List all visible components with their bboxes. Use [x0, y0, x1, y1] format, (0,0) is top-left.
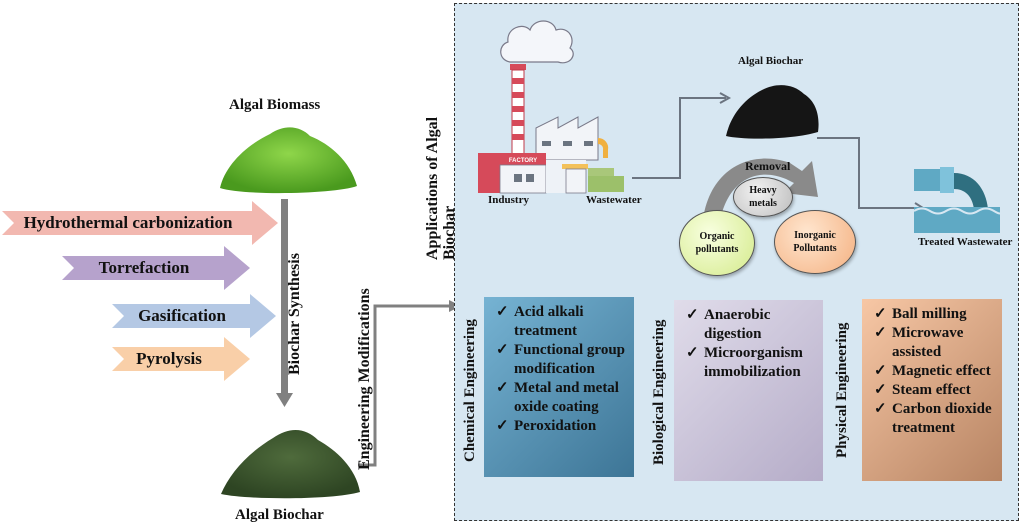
biochar-synthesis-label: Biochar Synthesis	[286, 253, 303, 375]
chemical-engineering-title: Chemical Engineering	[462, 319, 478, 462]
item-text: Magnetic effect	[892, 363, 991, 379]
wastewater-label: Wastewater	[586, 194, 642, 206]
item-text: Microorganism immobilization	[704, 345, 803, 380]
process-label: Pyrolysis	[136, 349, 202, 368]
check-icon: ✓	[874, 382, 887, 398]
pollutant-label: Organic pollutants	[695, 231, 739, 255]
engineering-item: ✓ Microwave assisted	[874, 324, 996, 362]
algal-biochar-label: Algal Biochar	[235, 507, 324, 523]
pollutant-inorganic: Inorganic Pollutants	[774, 210, 856, 274]
pollutant-label: Inorganic Pollutants	[793, 230, 837, 254]
check-icon: ✓	[496, 342, 509, 358]
process-arrow-body	[112, 304, 252, 328]
item-text: Anaerobic digestion	[704, 307, 771, 342]
removal-arrow	[702, 158, 818, 235]
process-label: Hydrothermal carbonization	[23, 213, 233, 232]
check-icon: ✓	[496, 418, 509, 434]
biological-engineering-box: ✓ Anaerobic digestion ✓ Microorganism immo…	[674, 300, 823, 481]
check-icon: ✓	[686, 345, 699, 361]
engineering-item: ✓ Microorganism immobilization	[686, 344, 817, 382]
applications-title: Applications of Algal Biochar	[424, 60, 458, 260]
factory-icon: FACTORY	[478, 20, 624, 194]
applications-biochar-label: Algal Biochar	[738, 55, 804, 67]
engineering-modifications-label: Engineering Modifications	[356, 288, 373, 470]
check-icon: ✓	[496, 380, 509, 396]
pollutant-organic: Organic pollutants	[679, 210, 755, 276]
item-text: Ball milling	[892, 306, 967, 322]
check-icon: ✓	[874, 306, 887, 322]
engineering-item: ✓ Magnetic effect	[874, 362, 996, 381]
treated-water-pipe-icon	[913, 167, 1003, 233]
process-arrow-head	[224, 246, 250, 290]
process-arrow-body	[2, 211, 254, 235]
process-label: Gasification	[138, 306, 226, 325]
check-icon: ✓	[686, 307, 699, 323]
item-text: Peroxidation	[514, 418, 597, 434]
biological-engineering-title: Biological Engineering	[651, 319, 667, 465]
process-arrow-torrefaction: Torrefaction	[62, 246, 250, 290]
algal-biomass-label: Algal Biomass	[229, 97, 321, 113]
industry-label: Industry	[488, 194, 529, 206]
wastewater-to-biochar-arrow	[632, 92, 732, 179]
check-icon: ✓	[874, 401, 887, 417]
chemical-engineering-box: ✓ Acid alkali treatment ✓ Functional group…	[484, 297, 634, 477]
engineering-item: ✓ Metal and metal oxide coating	[496, 379, 628, 417]
physical-engineering-box: ✓ Ball milling ✓ Microwave assisted ✓ Magne…	[862, 299, 1002, 481]
applications-title-text: Applications of Algal Biochar	[424, 116, 458, 260]
factory-sign-text: FACTORY	[509, 158, 537, 164]
check-icon: ✓	[496, 304, 509, 320]
engineering-item: ✓ Acid alkali treatment	[496, 303, 628, 341]
item-text: Metal and metal oxide coating	[514, 380, 619, 415]
engineering-item: ✓ Peroxidation	[496, 417, 628, 436]
process-arrow-body	[112, 347, 226, 371]
pollutant-heavy-metals: Heavy metals	[733, 177, 793, 217]
physical-engineering-title: Physical Engineering	[834, 322, 850, 458]
check-icon: ✓	[874, 325, 887, 341]
process-arrow-hydrothermal-carbonization: Hydrothermal carbonization	[2, 201, 278, 245]
algal-biochar-image	[218, 418, 363, 500]
pollutant-label: Heavy metals	[749, 185, 777, 209]
black-biochar-image	[726, 85, 819, 139]
algal-biomass-image	[215, 116, 360, 196]
synthesis-arrow	[276, 199, 293, 407]
treated-wastewater-label: Treated Wastewater	[918, 236, 1013, 248]
engineering-item: ✓ Anaerobic digestion	[686, 306, 817, 344]
item-text: Carbon dioxide treatment	[892, 401, 992, 436]
process-arrow-pyrolysis: Pyrolysis	[112, 337, 250, 381]
engineering-item: ✓ Functional group modification	[496, 341, 628, 379]
process-arrow-gasification: Gasification	[112, 294, 276, 338]
engineering-item: ✓ Steam effect	[874, 381, 996, 400]
process-arrow-head	[224, 337, 250, 381]
engineering-item: ✓ Carbon dioxide treatment	[874, 400, 996, 438]
engineering-item: ✓ Ball milling	[874, 305, 996, 324]
item-text: Functional group modification	[514, 342, 625, 377]
removal-label: Removal	[745, 159, 791, 173]
process-label: Torrefaction	[98, 258, 190, 277]
item-text: Microwave assisted	[892, 325, 964, 360]
check-icon: ✓	[874, 363, 887, 379]
item-text: Steam effect	[892, 382, 971, 398]
process-arrow-body	[62, 256, 226, 280]
item-text: Acid alkali treatment	[514, 304, 584, 339]
